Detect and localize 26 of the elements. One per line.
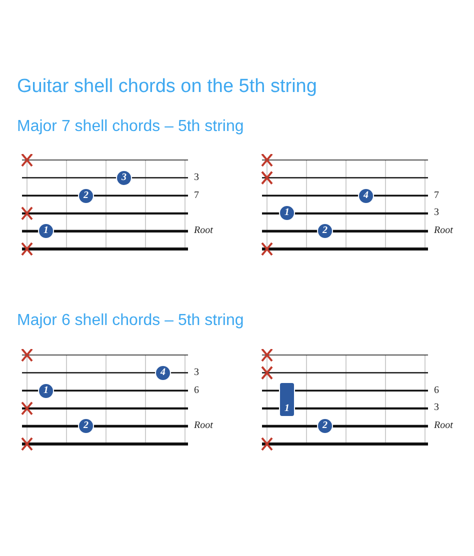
finger-dot: 1 — [38, 382, 54, 399]
finger-dot: 2 — [78, 188, 94, 204]
interval-label: Root — [194, 225, 213, 238]
finger-dot: 2 — [317, 223, 333, 240]
interval-label: Root — [434, 420, 453, 432]
interval-label: 6 — [434, 384, 439, 397]
finger-dot: 3 — [116, 170, 132, 186]
interval-label: 3 — [434, 402, 439, 414]
barre-marker: 1 — [279, 382, 295, 418]
interval-label: 7 — [434, 190, 439, 202]
interval-label: 3 — [194, 366, 199, 379]
section-heading: Major 7 shell chords – 5th string — [17, 118, 244, 136]
finger-dot: 4 — [155, 364, 171, 381]
finger-dot: 4 — [358, 188, 374, 204]
interval-label: 7 — [194, 190, 199, 202]
finger-dot: 2 — [317, 418, 333, 434]
interval-label: 3 — [194, 172, 199, 184]
finger-dot: 2 — [78, 418, 94, 434]
interval-label: 3 — [434, 207, 439, 220]
finger-dot: 1 — [38, 223, 54, 240]
finger-dot: 1 — [279, 205, 295, 222]
page-title: Guitar shell chords on the 5th string — [17, 76, 317, 98]
interval-label: 6 — [194, 384, 199, 397]
interval-label: Root — [434, 225, 453, 238]
interval-label: Root — [194, 420, 213, 432]
section-heading: Major 6 shell chords – 5th string — [17, 312, 244, 330]
